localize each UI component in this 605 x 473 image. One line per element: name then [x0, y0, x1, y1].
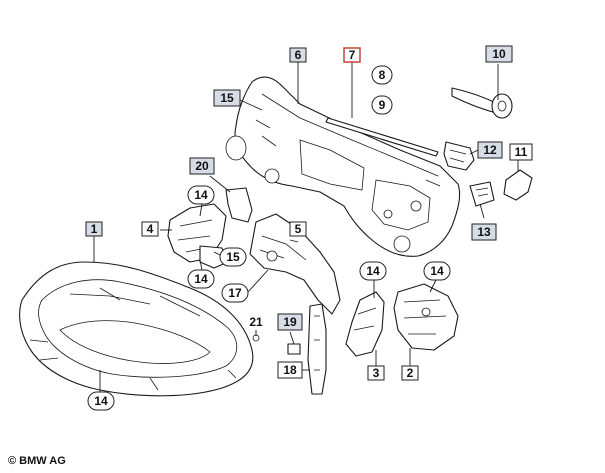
svg-text:14: 14: [94, 394, 108, 408]
label-21[interactable]: 21: [249, 315, 263, 329]
label-14c[interactable]: 14: [359, 261, 387, 281]
svg-text:15: 15: [220, 91, 234, 105]
label-13[interactable]: 13: [471, 223, 497, 241]
part-3: [345, 291, 385, 357]
svg-text:20: 20: [195, 159, 209, 173]
svg-text:4: 4: [147, 222, 154, 236]
svg-text:9: 9: [379, 98, 386, 112]
label-12[interactable]: 12: [477, 141, 503, 159]
svg-text:12: 12: [483, 143, 497, 157]
label-1[interactable]: 1: [85, 221, 103, 237]
label-4[interactable]: 4: [141, 221, 159, 237]
label-8[interactable]: 8: [371, 65, 393, 85]
part-11: [503, 169, 533, 201]
svg-text:3: 3: [373, 366, 380, 380]
svg-text:14: 14: [366, 264, 380, 278]
copyright-text: © BMW AG: [8, 455, 66, 467]
svg-text:14: 14: [194, 272, 208, 286]
label-10[interactable]: 10: [485, 45, 513, 63]
label-7[interactable]: 7: [343, 47, 361, 63]
label-18[interactable]: 18: [277, 361, 303, 379]
label-3[interactable]: 3: [367, 365, 385, 381]
svg-text:2: 2: [407, 366, 414, 380]
label-11[interactable]: 11: [509, 143, 533, 161]
svg-text:6: 6: [295, 48, 302, 62]
label-5[interactable]: 5: [289, 221, 307, 237]
leader-lines: [93, 62, 519, 392]
part-bulkhead: [225, 76, 461, 257]
label-14e[interactable]: 14: [87, 391, 115, 411]
svg-text:8: 8: [379, 68, 386, 82]
part-12: [443, 141, 475, 171]
part-2: [393, 283, 459, 351]
svg-text:11: 11: [515, 145, 528, 159]
svg-text:14: 14: [194, 188, 208, 202]
label-9[interactable]: 9: [371, 95, 393, 115]
svg-text:13: 13: [477, 225, 491, 239]
svg-text:1: 1: [91, 222, 98, 236]
part-19: [287, 343, 301, 355]
part-20: [225, 187, 253, 223]
label-20[interactable]: 20: [189, 157, 215, 175]
label-6[interactable]: 6: [289, 47, 307, 63]
label-2[interactable]: 2: [401, 365, 419, 381]
svg-text:15: 15: [226, 250, 240, 264]
label-14a[interactable]: 14: [187, 185, 215, 205]
label-15b[interactable]: 15: [219, 247, 247, 267]
label-15a[interactable]: 15: [213, 89, 241, 107]
svg-text:18: 18: [283, 363, 297, 377]
svg-text:7: 7: [349, 48, 356, 62]
svg-text:10: 10: [492, 47, 506, 61]
part-13: [469, 181, 495, 207]
svg-text:5: 5: [295, 222, 302, 236]
svg-text:21: 21: [249, 315, 263, 329]
part-seal-strip: [325, 117, 439, 157]
svg-text:14: 14: [430, 264, 444, 278]
label-14d[interactable]: 14: [423, 261, 451, 281]
label-17[interactable]: 17: [221, 283, 249, 303]
svg-text:19: 19: [283, 315, 297, 329]
part-4: [167, 203, 229, 269]
label-14b[interactable]: 14: [187, 269, 215, 289]
label-19[interactable]: 19: [277, 313, 303, 331]
part-insulation-roll: [451, 87, 513, 119]
part-hood-insulation: [19, 261, 254, 397]
svg-text:17: 17: [228, 286, 242, 300]
part-18: [307, 303, 327, 395]
